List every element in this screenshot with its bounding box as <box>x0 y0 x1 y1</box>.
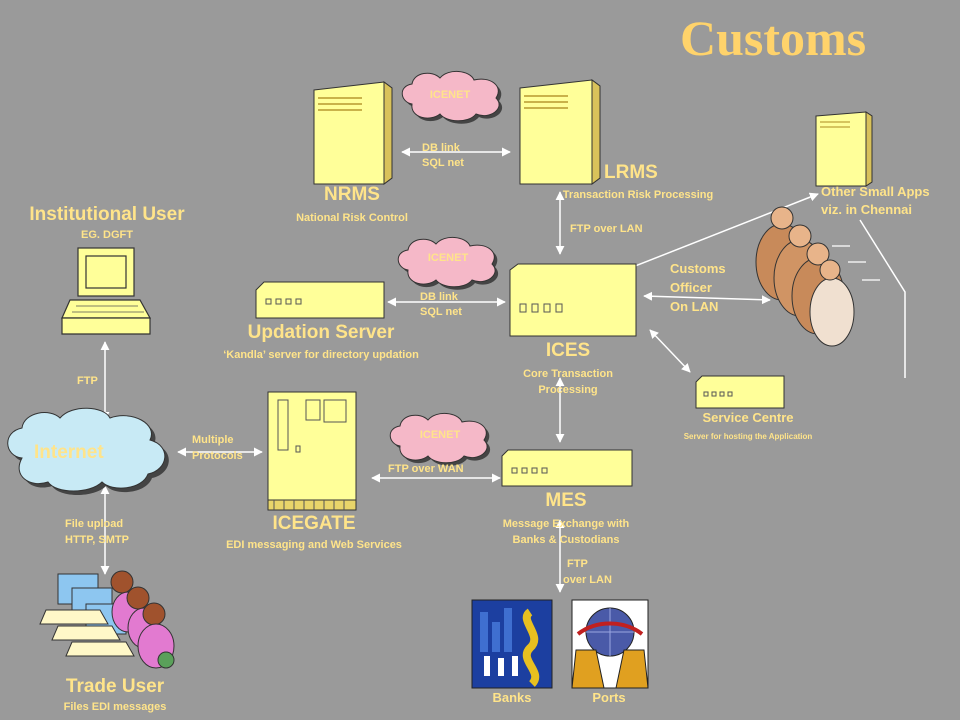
icenet-cloud-1 <box>401 71 503 124</box>
lrms-server-icon <box>519 79 601 185</box>
icegate-desc: EDI messaging and Web Services <box>226 539 402 551</box>
mes-name: MES <box>545 490 587 511</box>
link-nrms-lrms-label-1: DB link <box>422 142 460 154</box>
trade-user-desc: Files EDI messages <box>63 701 167 713</box>
link-internet-icegate-label-2: Protocols <box>192 450 243 462</box>
internet-name: Internet <box>34 442 104 463</box>
icenet-label-3: ICENET <box>419 429 461 441</box>
other-apps-line1: Other Small Apps <box>821 184 930 199</box>
link-internet-trade-label-1: File upload <box>65 518 124 530</box>
lrms-desc: Transaction Risk Processing <box>562 189 714 201</box>
ices-server-icon <box>509 263 637 337</box>
other-apps-line2: viz. in Chennai <box>821 202 913 217</box>
link-updation-ices-label-2: SQL net <box>420 306 462 318</box>
icegate-board-icon <box>267 391 357 511</box>
link-lrms-ices-label: FTP over LAN <box>570 223 643 235</box>
link-internet-trade-label-2: HTTP, SMTP <box>65 534 129 546</box>
link-ices-officer <box>643 291 771 305</box>
mes-desc-1: Message Exchange with <box>502 518 630 530</box>
customs-officer-line2: Officer <box>670 280 712 295</box>
link-internet-icegate-label-1: Multiple <box>192 434 234 446</box>
ices-desc-2: Processing <box>538 384 598 396</box>
internet-cloud <box>7 407 169 495</box>
customs-officer-line3: On LAN <box>670 299 719 314</box>
service-centre-name: Service Centre <box>702 410 794 425</box>
institutional-user-desc: EG. DGFT <box>81 229 133 241</box>
customs-officer-line1: Customs <box>670 261 726 276</box>
trade-users-icon <box>39 570 175 669</box>
link-icegate-mes-label: FTP over WAN <box>388 463 464 475</box>
service-centre-icon <box>695 375 785 409</box>
institutional-user-name: Institutional User <box>29 204 185 225</box>
mes-desc-2: Banks & Custodians <box>512 534 620 546</box>
trade-user-name: Trade User <box>65 676 165 697</box>
diagram-title: Customs <box>680 10 867 66</box>
nrms-name: NRMS <box>324 184 380 205</box>
ices-name: ICES <box>545 340 591 361</box>
officer-lan-line <box>859 219 906 378</box>
updation-server-desc: ‘Kandla’ server for directory updation <box>223 349 419 361</box>
updation-server-icon <box>255 281 385 319</box>
link-ices-service <box>649 329 691 373</box>
link-mes-banks-label-1: FTP <box>567 558 588 570</box>
icenet-cloud-3 <box>389 413 491 466</box>
ports-name: Ports <box>592 690 626 705</box>
institutional-computer-icon <box>61 247 152 335</box>
link-updation-ices-label-1: DB link <box>420 291 458 303</box>
banks-picture-icon <box>471 599 553 689</box>
other-apps-server-icon <box>815 111 873 187</box>
link-mes-banks-label-2: over LAN <box>563 574 612 586</box>
icenet-label-1: ICENET <box>429 89 471 101</box>
mes-server-icon <box>501 449 633 487</box>
icenet-label-2: ICENET <box>427 252 469 264</box>
lrms-name: LRMS <box>604 162 658 183</box>
service-centre-desc: Server for hosting the Application <box>683 432 813 441</box>
banks-name: Banks <box>492 690 532 705</box>
updation-server-name: Updation Server <box>247 322 395 343</box>
ices-desc-1: Core Transaction <box>523 368 613 380</box>
nrms-server-icon <box>313 81 393 185</box>
link-institutional-internet-label: FTP <box>77 375 98 387</box>
nrms-desc: National Risk Control <box>296 212 408 224</box>
customs-officers-icon <box>755 206 880 347</box>
ports-picture-icon <box>571 599 649 689</box>
link-nrms-lrms-label-2: SQL net <box>422 157 464 169</box>
icenet-cloud-2 <box>397 237 499 290</box>
icegate-name: ICEGATE <box>272 513 356 534</box>
